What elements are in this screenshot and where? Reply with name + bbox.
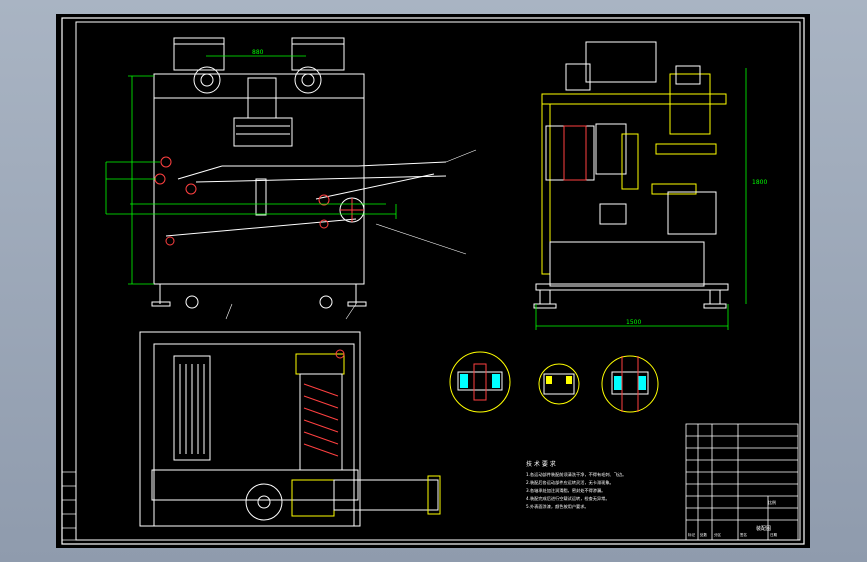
foot-right [347,301,367,307]
side-dimensions: 1800 1500 [535,68,767,330]
side-motor [585,41,657,83]
side-clamp-body [545,125,595,181]
side-leg-left [539,289,551,305]
drawing-number: 装配图 [756,525,771,532]
side-spindle [563,125,587,181]
pulley-right-hub [301,73,315,87]
sign-label-5: 日期 [770,532,778,537]
belt-path [195,175,447,183]
plan-pulley [245,483,283,521]
tech-title: 技 术 要 求 [526,460,556,468]
roller-1 [160,156,172,168]
side-base-box [549,241,705,287]
tech-line-4: 4.装配完成后进行空载试运转，检查无异常。 [526,495,610,502]
side-gearbox [565,63,591,91]
tech-line-5: 5.外表面涂漆，颜色按用户要求。 [526,503,589,510]
side-leg-right [709,289,721,305]
motor-right-cap [291,37,345,45]
side-top-plate [541,93,727,105]
side-foot-right [703,303,727,309]
belt-lower [165,218,357,237]
plan-pulley-hub [257,495,271,509]
caster-left [185,295,199,309]
title-block: 比例 装配图 标记 处数 分区 签名 日期 [685,423,799,541]
pulley-left-hub [200,73,214,87]
drawing-sheet: 880 [56,14,810,548]
side-drive-top [675,65,701,85]
side-height-text: 1800 [752,179,767,186]
plan-inner [153,343,355,527]
sign-label-2: 处数 [700,532,708,537]
revision-table [61,471,77,541]
detail-section-a [449,351,511,413]
front-view [151,37,477,320]
side-column-left [541,103,551,275]
plan-end-cap [427,475,441,515]
roller-3 [185,183,197,195]
plan-extension [333,479,439,511]
cabinet-body [153,97,365,285]
front-dimensions: 880 [105,49,397,285]
side-reducer [667,191,717,235]
inner-border [75,21,801,541]
plan-screw-thread [303,383,339,457]
detail-section-b [538,363,580,405]
motor-left-cap [173,37,225,45]
plan-view [139,331,441,527]
side-small-motor [599,203,627,225]
scale-label: 比例 [768,499,776,505]
roller-5 [318,194,330,206]
sign-label-4: 签名 [740,532,747,537]
plan-drive-bar [151,469,359,501]
plan-frame [139,331,361,527]
sign-label-3: 分区 [714,532,722,537]
caster-right [319,295,333,309]
side-housing [595,123,627,175]
pulley-right [294,66,322,94]
sign-label-1: 标记 [688,532,696,537]
roller-2 [154,173,166,185]
top-dimension-text: 880 [252,49,264,56]
side-base-text: 1500 [626,319,641,326]
technical-requirements: 技 术 要 求 1.各运动部件装配前须清洗干净，不得有毛刺、飞边。 2.装配后各… [526,460,626,510]
tension-arm [255,178,267,216]
clamp-head [233,117,293,147]
side-shaft [621,133,639,190]
tech-line-2: 2.装配后各运动部件应运转灵活，无卡滞现象。 [526,479,614,486]
roller-6 [319,219,329,229]
pulley-left [193,66,221,94]
drawing-canvas: 880 [61,17,805,545]
side-foot-left [533,303,557,309]
drawing-border [61,17,805,545]
tech-line-1: 1.各运动部件装配前须清洗干净，不得有毛刺、飞边。 [526,471,626,478]
foot-left [151,301,171,307]
motor-left [173,37,225,71]
plan-motor [173,355,211,461]
detail-section-c [601,355,659,413]
side-crossbar [655,143,717,155]
roller-4 [165,236,175,246]
tech-line-3: 3.各轴承处加注润滑脂，密封处不得渗漏。 [526,487,605,494]
side-lower-bar [651,183,697,195]
side-view [533,41,729,309]
plan-coupling [291,479,335,517]
side-base-plate [535,283,729,291]
side-drive-belt [669,73,711,135]
motor-right [291,37,345,71]
guide-rail-slope [177,165,223,180]
